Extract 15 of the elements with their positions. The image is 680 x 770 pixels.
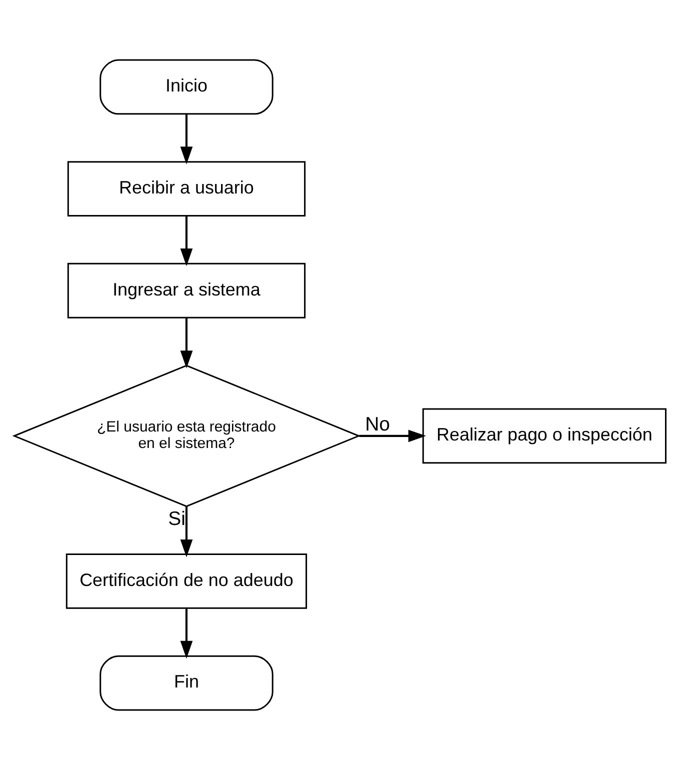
node-box: Recibir a usuario [67,161,306,216]
edge-label: Si [168,508,186,530]
node-box: Realizar pago o inspección [422,408,666,464]
node-box: Ingresar a sistema [67,262,306,318]
arrow [180,216,193,266]
arrow [180,318,193,368]
node-box: Certificación de no adeudo [66,554,308,609]
node-diamond: ¿El usuario esta registrado en el sistema? [12,364,361,508]
arrow [180,114,193,164]
node-box: Fin [100,655,274,711]
edge-label: No [365,414,390,436]
arrow [359,430,426,442]
arrow [180,608,193,659]
arrow [180,506,193,558]
node-box: Inicio [100,59,274,115]
